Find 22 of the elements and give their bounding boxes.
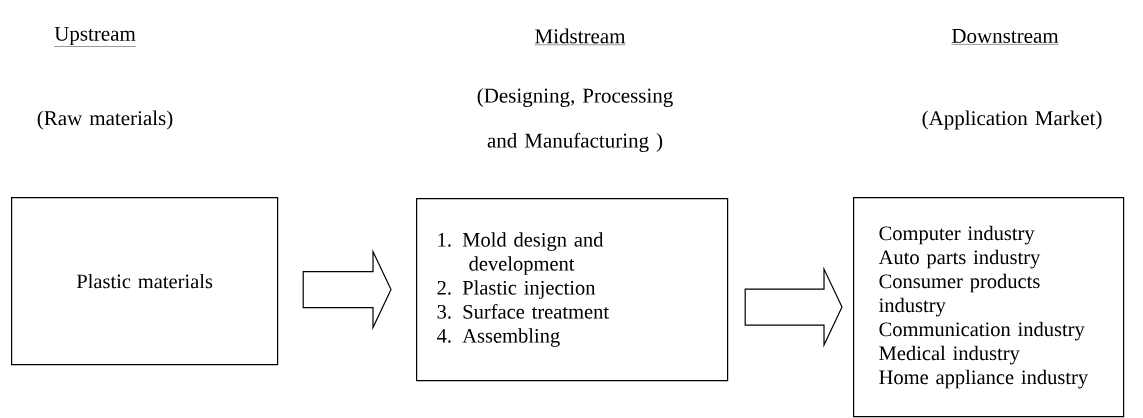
process-box [416,198,729,382]
block-arrow [302,248,392,331]
heading-text: Midstream [534,28,626,45]
heading-text: Upstream [54,26,136,47]
list-item: 4. Assembling [437,328,560,347]
item-text: Home appliance industry [879,369,1089,389]
item-text: Medical industry [879,345,1020,365]
item-text: Computer industry [879,225,1035,245]
process-box [853,197,1125,418]
heading-text: (Application Market) [922,110,1102,130]
item-text: Plastic materials [76,273,213,289]
heading-text: Downstream [951,29,1059,45]
item-text: Communication industry [879,321,1085,341]
block-arrow [744,266,843,348]
process-box [11,197,279,366]
list-item: 2. Plastic injection [437,280,596,299]
list-item: 1. Mold design and development [438,232,604,275]
heading-text: (Designing, Processing and Manufacturing ) [477,87,673,153]
item-text: Auto parts industry [878,249,1041,269]
heading-text: (Raw materials) [37,110,173,130]
list-item: 3. Surface treatment [437,304,609,319]
item-text: Consumer products industry [879,273,1040,317]
